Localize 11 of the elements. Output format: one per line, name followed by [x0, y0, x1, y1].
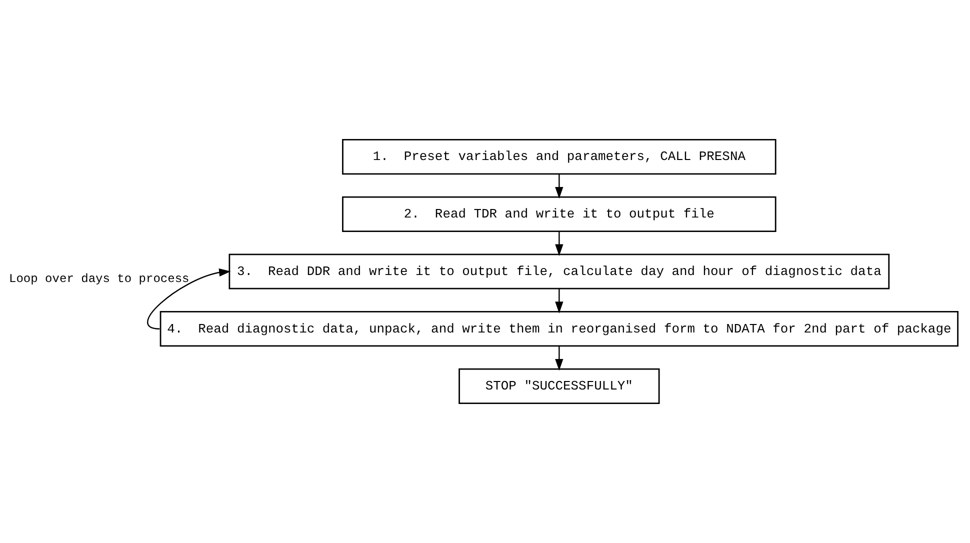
node-box: 3. Read DDR and write it to output file, calculate day and hour of diagnostic data: [228, 254, 890, 290]
arrow: [147, 268, 231, 330]
arrow: [555, 174, 564, 199]
node-box: 4. Read diagnostic data, unpack, and write them in reorganised form to NDATA for 2nd part of package: [160, 311, 958, 347]
arrow: [555, 288, 564, 314]
node-box: 2. Read TDR and write it to output file: [342, 196, 776, 232]
node-box: 1. Preset variables and parameters, CALL PRESNA: [342, 139, 776, 175]
arrow: [555, 231, 564, 256]
edge-label: Loop over days to process: [9, 272, 190, 286]
arrow: [555, 346, 564, 371]
node-box: STOP "SUCCESSFULLY": [458, 368, 660, 404]
